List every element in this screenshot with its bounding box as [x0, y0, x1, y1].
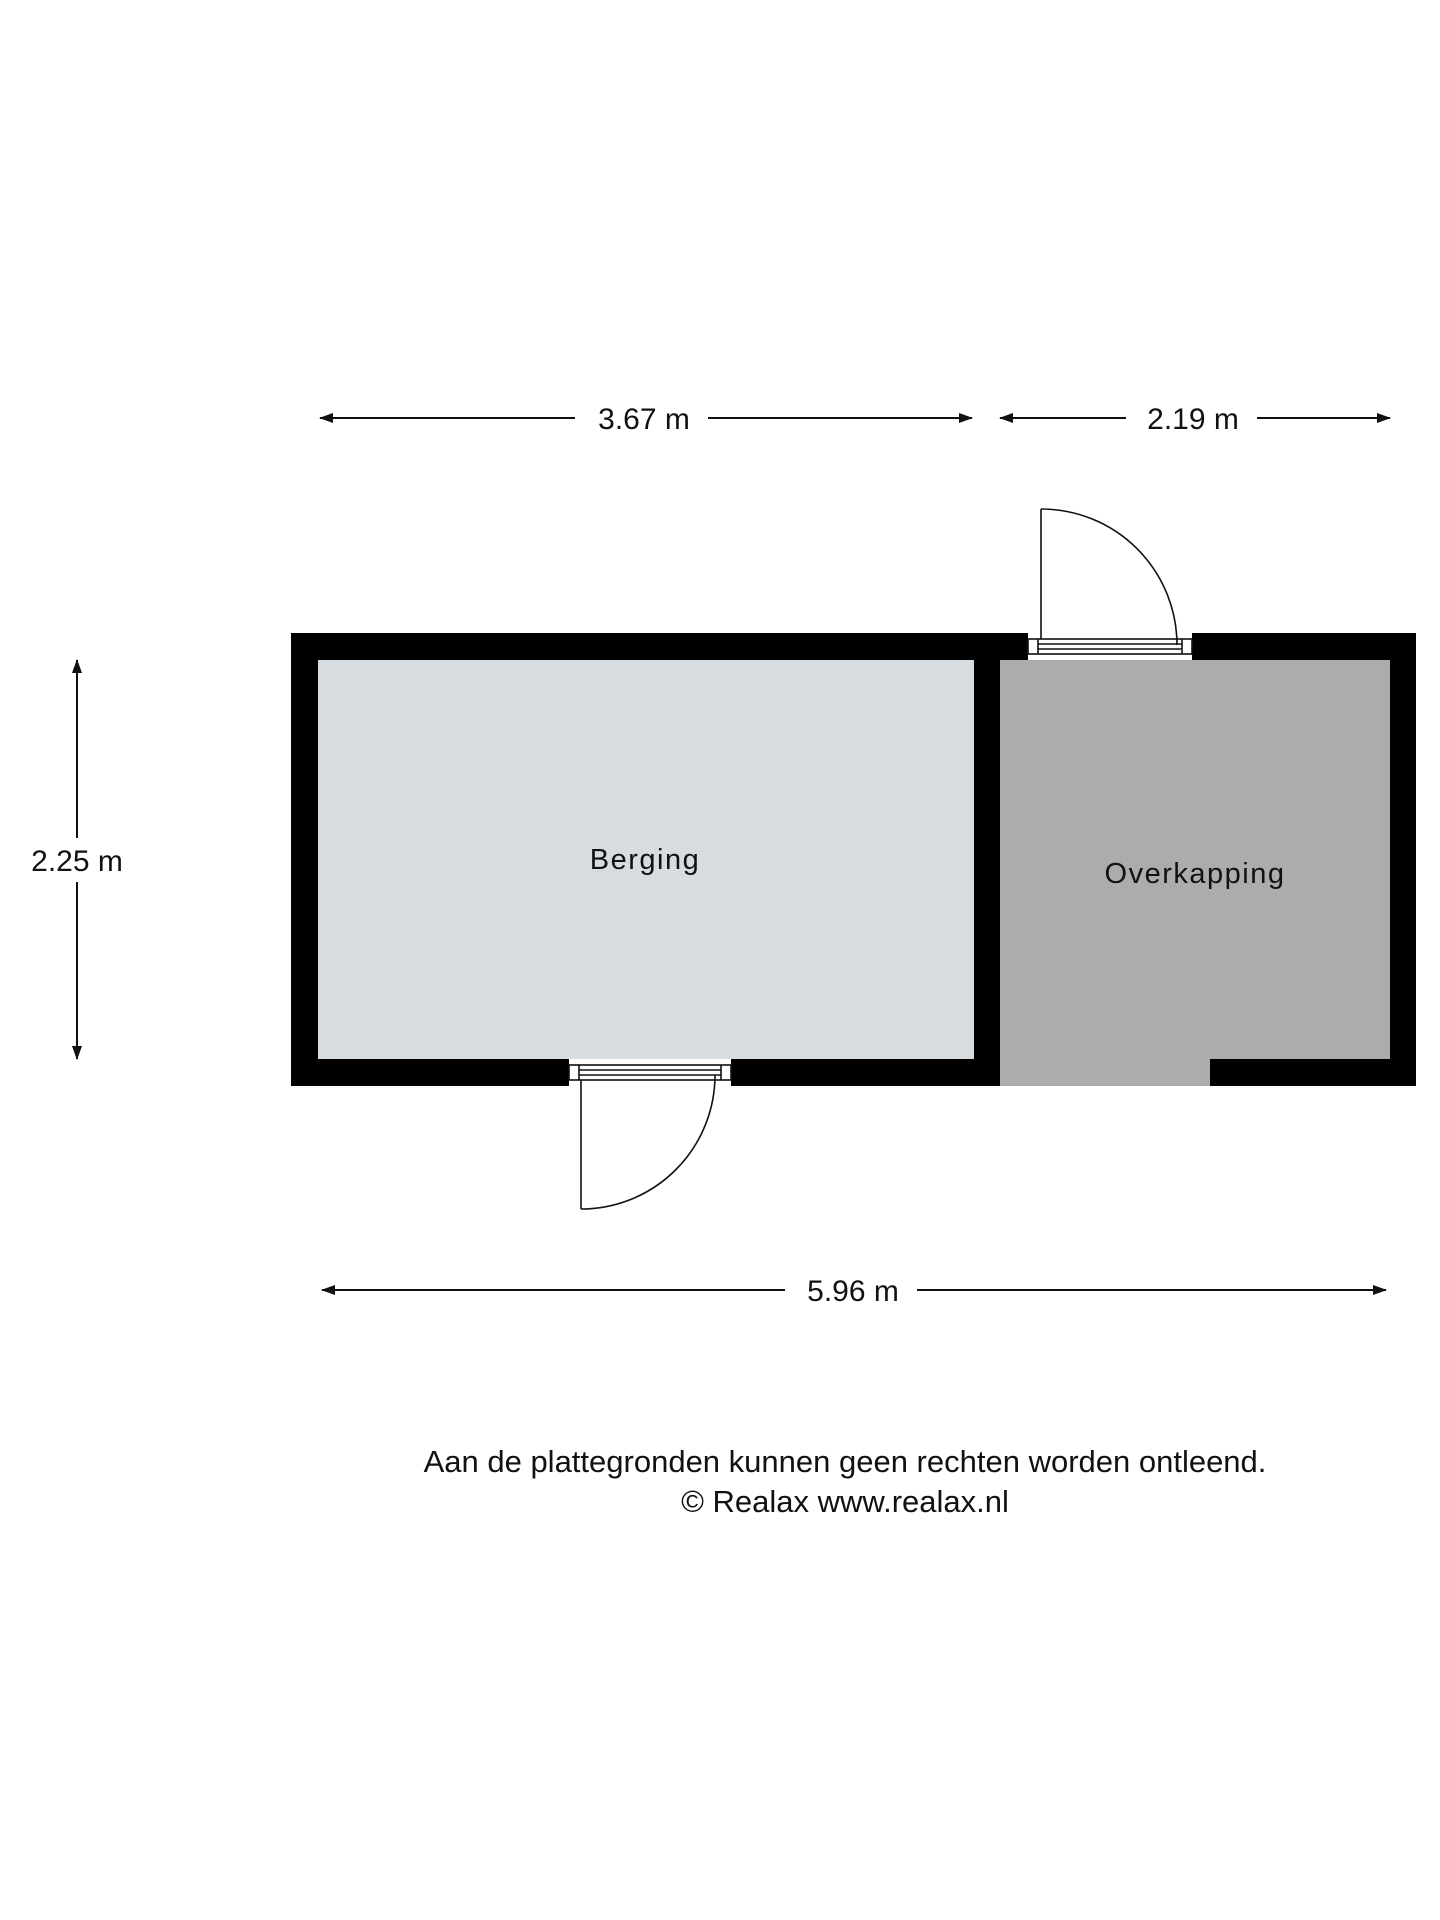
door-bottom	[568, 1064, 732, 1210]
door-top	[1027, 508, 1193, 655]
room-label-berging: Berging	[590, 844, 700, 876]
disclaimer: Aan de plattegronden kunnen geen rechten…	[280, 1442, 1410, 1522]
overkapping-floor	[1000, 660, 1390, 1086]
dimension-left-label: 2.25 m	[31, 845, 123, 878]
wall-bottom-left	[291, 1059, 569, 1086]
walls	[291, 633, 1416, 1086]
wall-middle	[974, 633, 1000, 1086]
dimension-top-right-label: 2.19 m	[1147, 403, 1239, 436]
berging-floor	[318, 660, 974, 1059]
copyright-line: © Realax www.realax.nl	[681, 1484, 1009, 1519]
wall-top-left	[291, 633, 1028, 660]
wall-left	[291, 633, 318, 1086]
room-label-overkapping: Overkapping	[1105, 858, 1286, 890]
wall-right	[1390, 633, 1416, 1086]
dimension-top-left-label: 3.67 m	[598, 403, 690, 436]
dimension-bottom-label: 5.96 m	[807, 1275, 899, 1308]
wall-bottom-middle	[731, 1059, 1000, 1086]
wall-top-right	[1192, 633, 1416, 660]
wall-bottom-right	[1210, 1059, 1416, 1086]
disclaimer-line1: Aan de plattegronden kunnen geen rechten…	[423, 1444, 1267, 1479]
